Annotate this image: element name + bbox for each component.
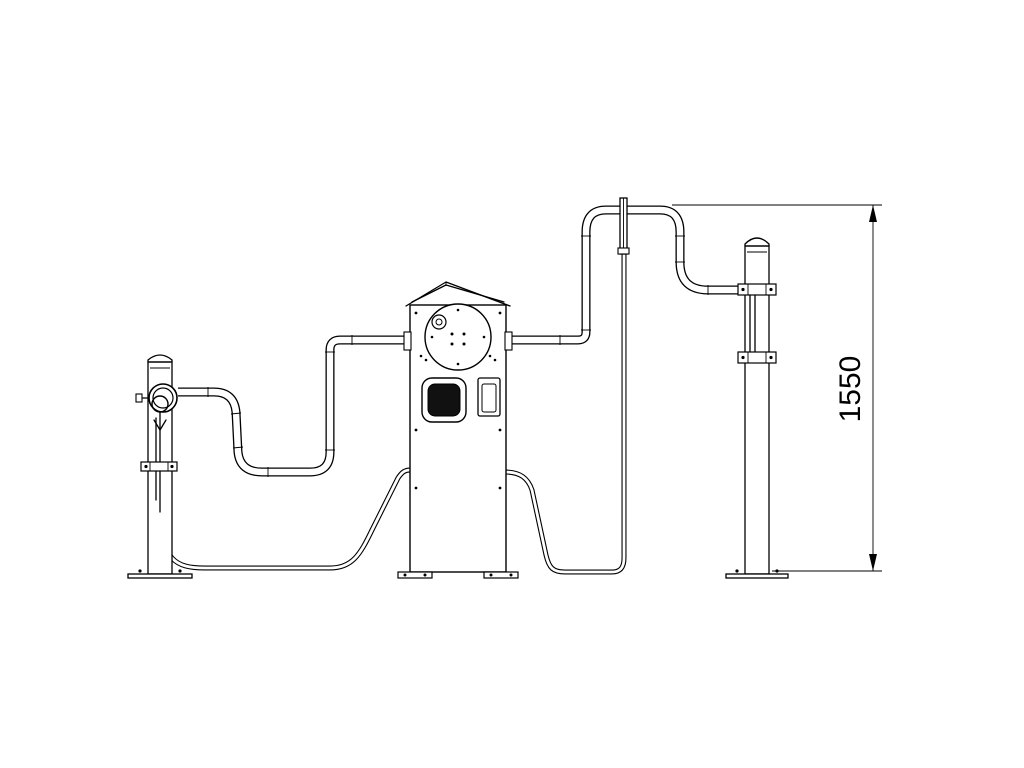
height-dimension: 1550: [672, 204, 882, 572]
dimension-label: 1550: [834, 356, 867, 423]
rigid-pipe: [178, 205, 745, 477]
right-post: [725, 237, 789, 579]
center-cabinet: [397, 281, 519, 579]
valve-rod: [617, 197, 630, 255]
left-post: [127, 354, 193, 579]
flexible-hose: [157, 252, 627, 575]
